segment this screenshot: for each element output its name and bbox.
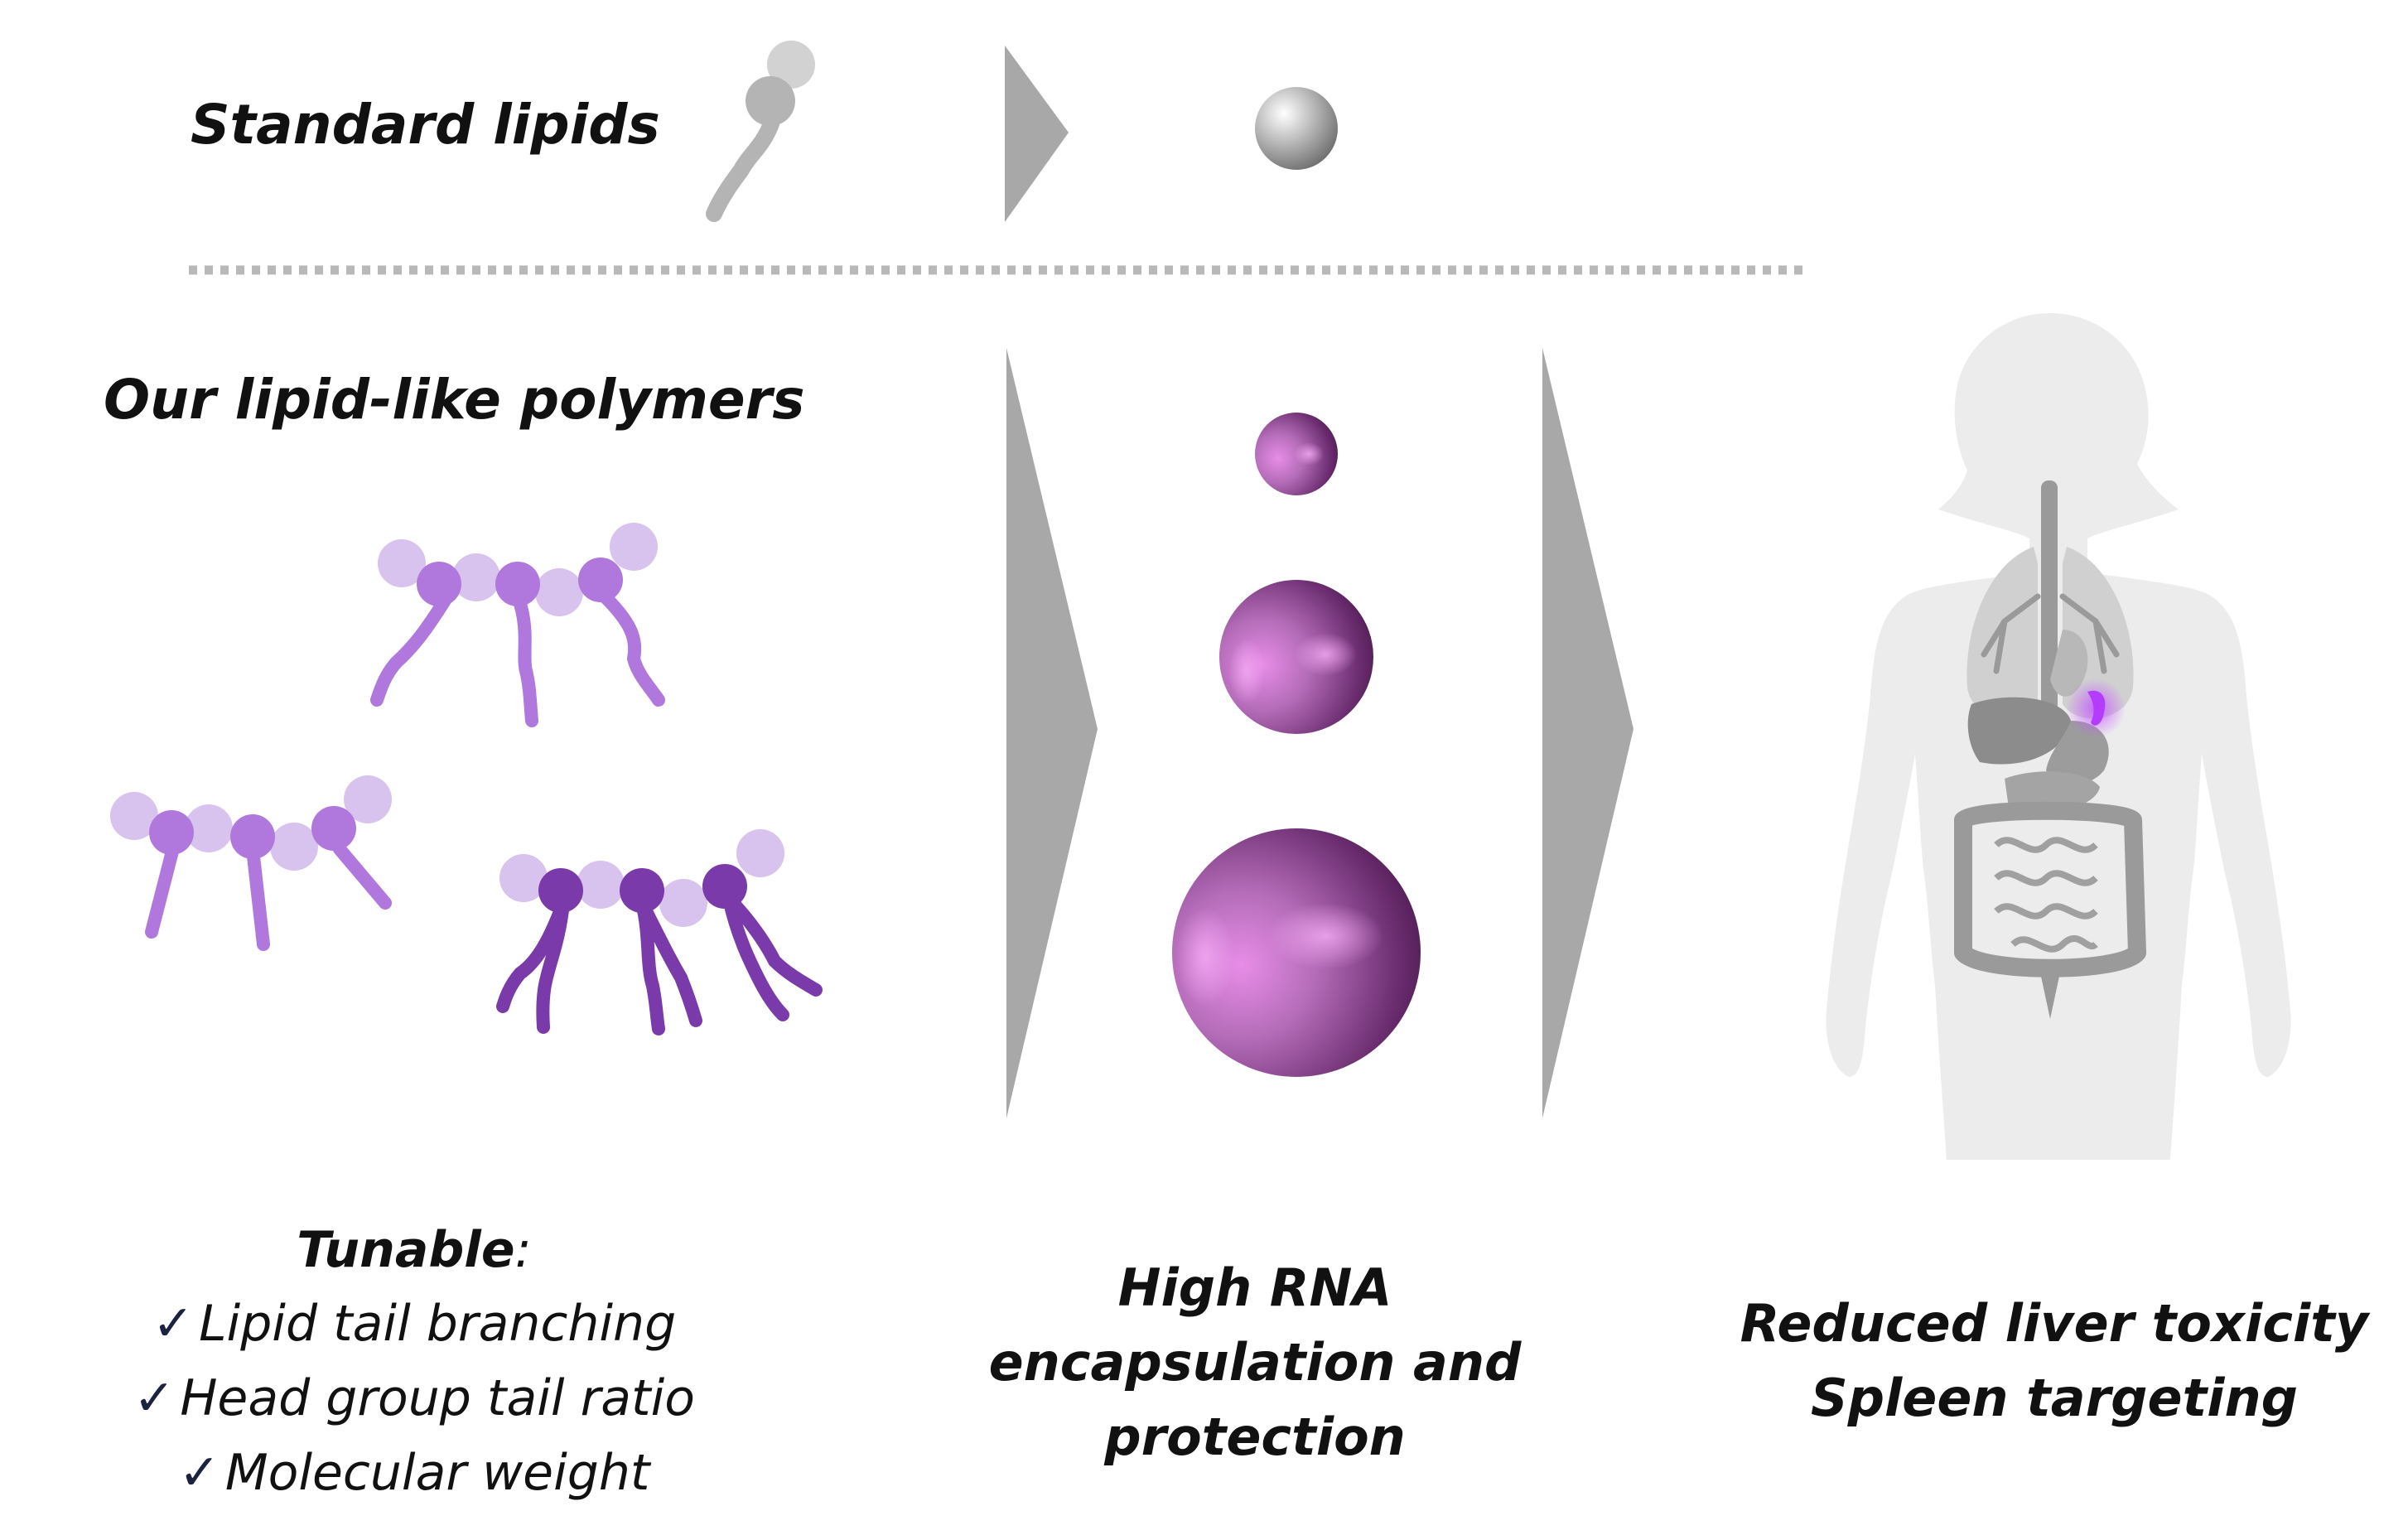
standard-lipids-label: Standard lipids: [191, 93, 660, 157]
check-icon: ✓: [152, 1295, 195, 1353]
polymer-molecule-icon: [110, 775, 392, 951]
arrow-icon: [1006, 348, 1098, 1118]
outcome-line: Spleen targeting: [1810, 1368, 2298, 1428]
tunable-item-text: Molecular weight: [224, 1444, 650, 1502]
polymer-molecule-icon: [370, 523, 665, 727]
purple-sphere-icon: [1255, 413, 1338, 495]
tunable-item-2: ✓Head group tail ratio: [0, 1361, 828, 1436]
arrow-icon: [1542, 348, 1633, 1118]
tunable-item-text: Lipid tail branching: [199, 1295, 677, 1353]
encapsulation-line: protection: [1104, 1407, 1406, 1467]
polymers-label: Our lipid-like polymers: [104, 368, 805, 432]
gray-sphere-icon: [1255, 87, 1338, 170]
organs-icon: [1954, 480, 2146, 1019]
spleen-highlight-icon: [2066, 678, 2126, 738]
purple-sphere-icon: [1172, 828, 1421, 1077]
tunable-item-3: ✓Molecular weight: [0, 1436, 828, 1510]
check-icon: ✓: [133, 1369, 176, 1427]
purple-sphere-icon: [1219, 580, 1373, 734]
polymer-molecule-icon: [496, 829, 823, 1035]
tunable-item-text: Head group tail ratio: [180, 1369, 695, 1427]
outcomes-caption: Reduced liver toxicity Spleen targeting: [1723, 1286, 2386, 1436]
encapsulation-line: High RNA: [1117, 1257, 1392, 1318]
tunable-colon: :: [514, 1221, 532, 1279]
tunable-item-1: ✓Lipid tail branching: [0, 1286, 828, 1361]
check-icon: ✓: [178, 1444, 220, 1502]
lipid-molecule-icon: [706, 41, 815, 222]
encapsulation-line: encapsulation and: [988, 1332, 1522, 1393]
outcome-line: Reduced liver toxicity: [1740, 1293, 2369, 1354]
tunable-title-text: Tunable: [297, 1221, 515, 1279]
tunable-title: Tunable:: [0, 1214, 828, 1286]
encapsulation-caption: High RNA encapsulation and protection: [924, 1251, 1586, 1475]
tunable-block: Tunable: ✓Lipid tail branching ✓Head gro…: [0, 1214, 828, 1510]
arrow-icon: [1005, 46, 1069, 222]
